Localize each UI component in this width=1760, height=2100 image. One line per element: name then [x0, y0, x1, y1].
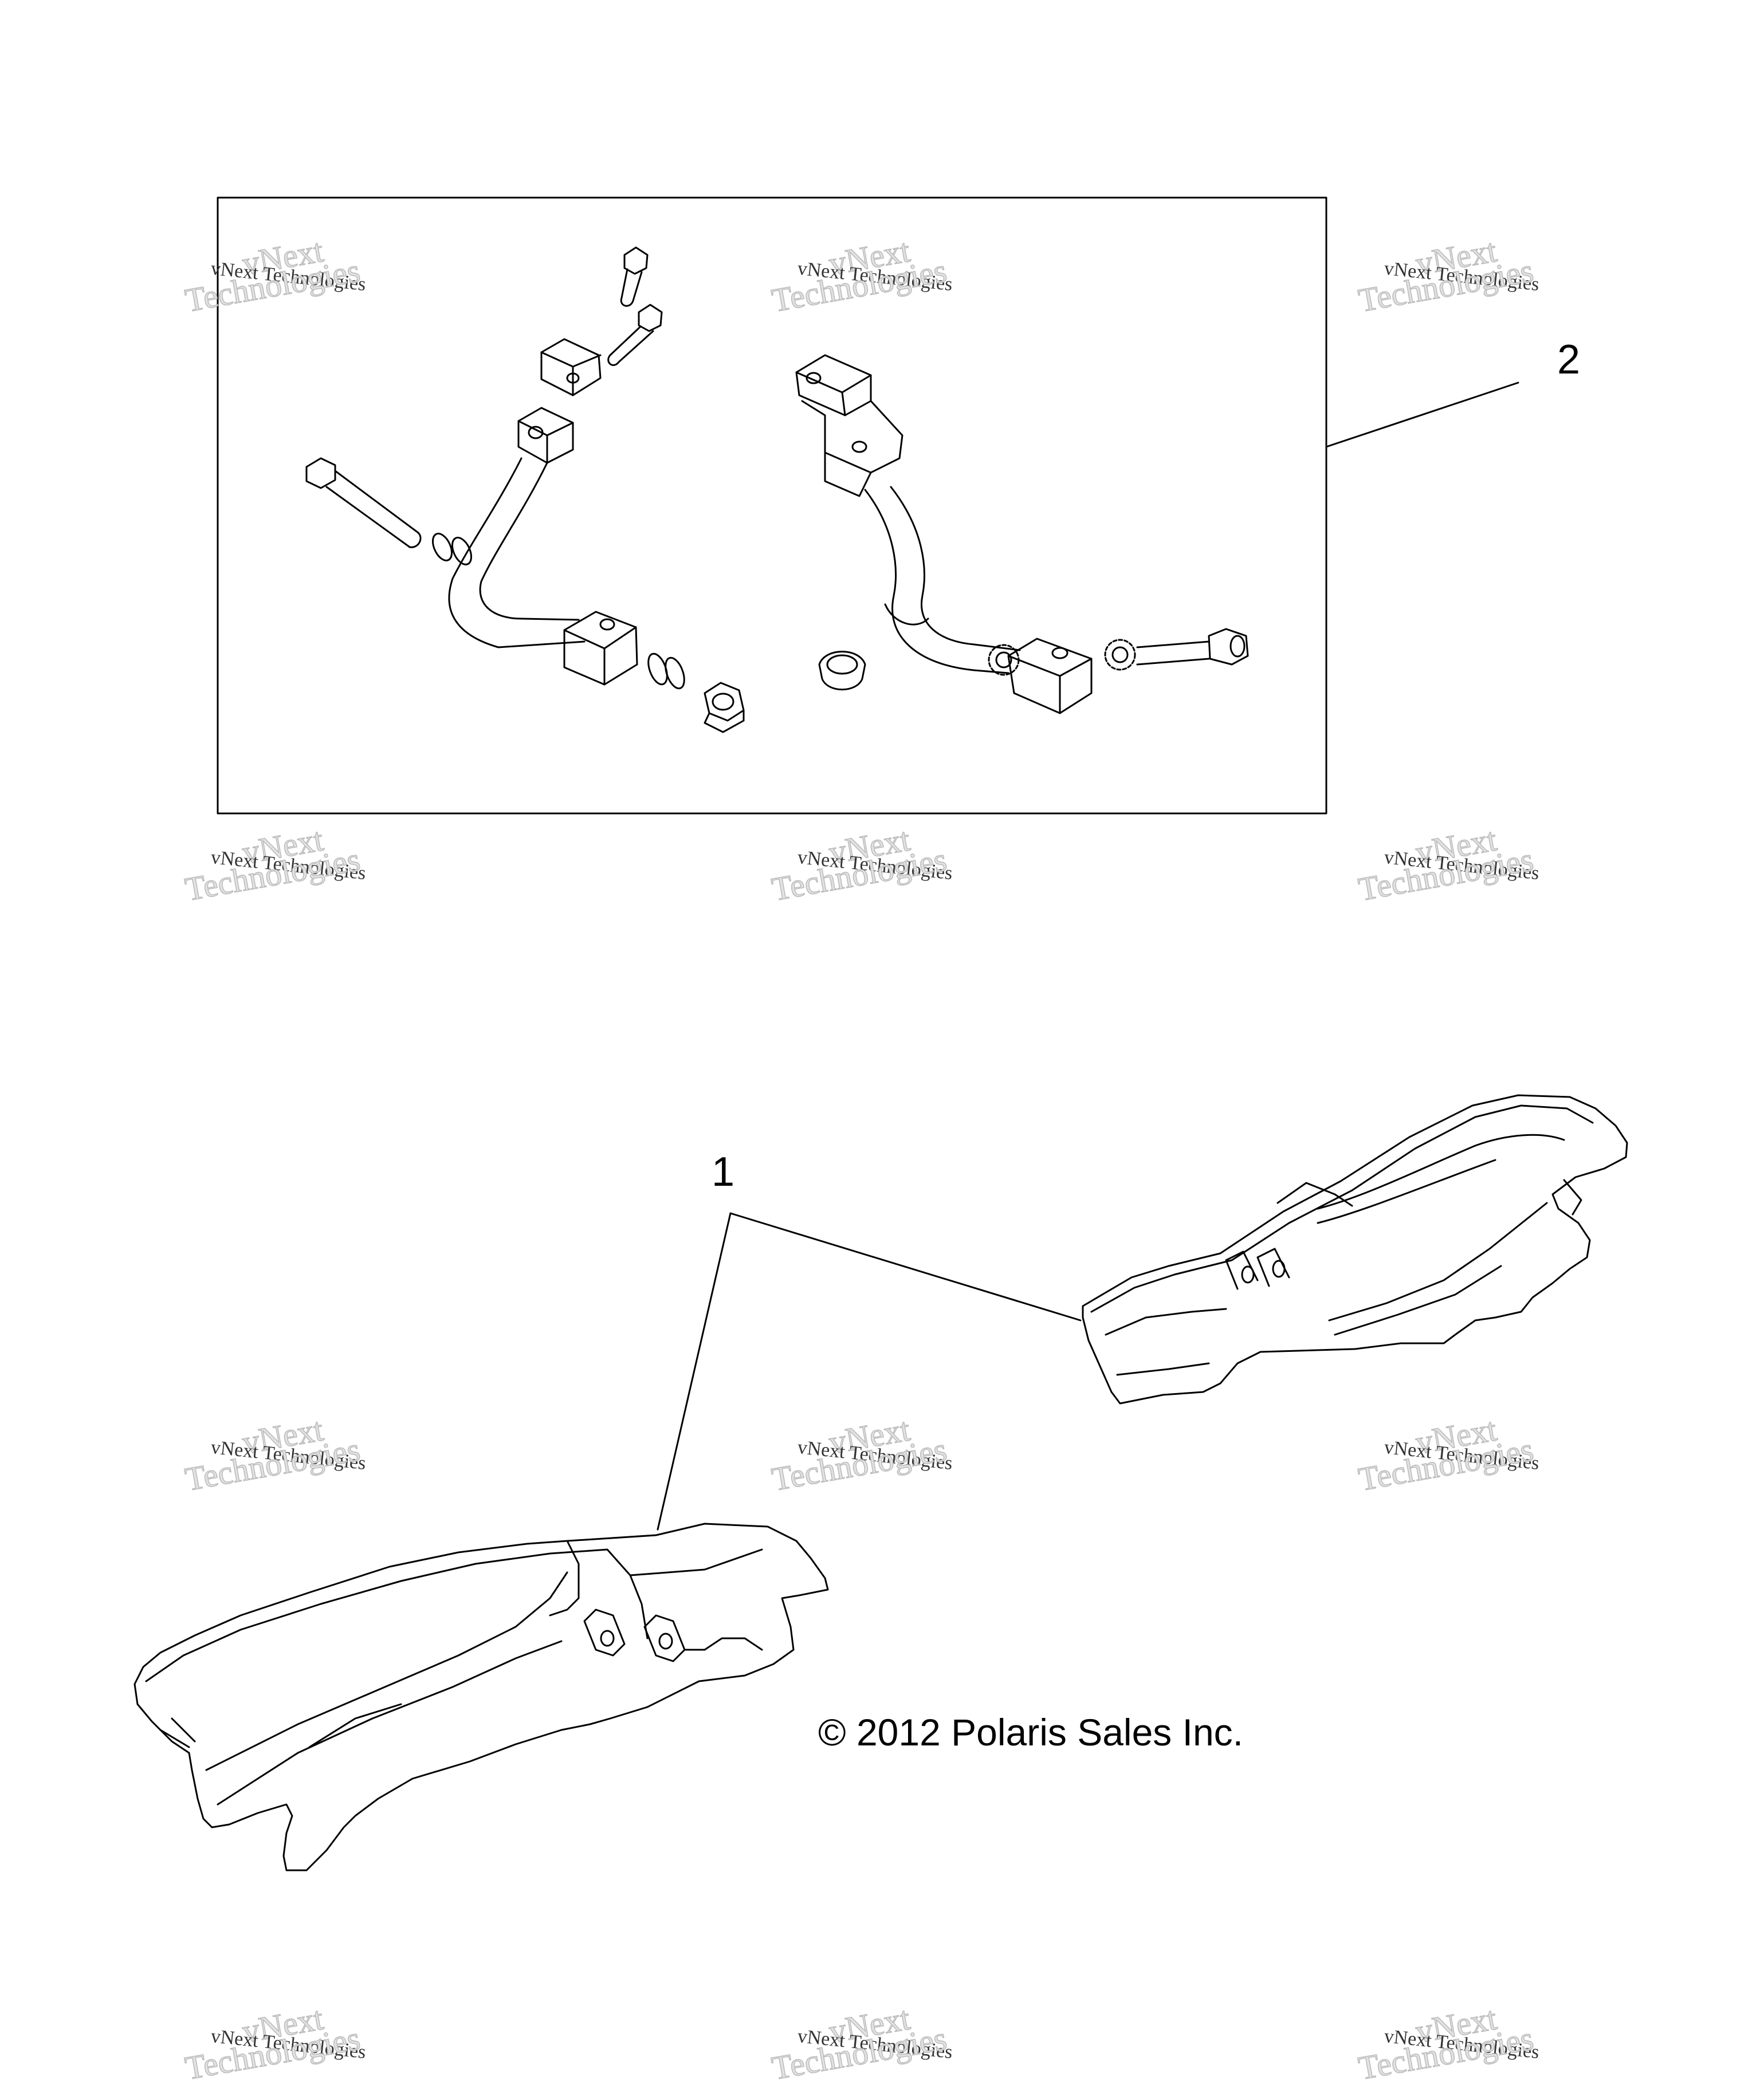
left-washers-lower — [647, 652, 685, 690]
top-pin-1 — [620, 246, 649, 307]
left-washers-upper — [431, 533, 473, 565]
right-handguard — [1082, 1094, 1628, 1405]
right-star-washers — [988, 639, 1136, 676]
top-pin-2 — [607, 304, 663, 366]
leader-line-2 — [1325, 382, 1519, 448]
left-handguard — [133, 1523, 829, 1871]
callout-number-2: 2 — [1557, 337, 1581, 383]
left-mount-bracket — [448, 338, 638, 686]
leader-line-1 — [657, 1212, 1082, 1531]
left-flange-nut — [704, 682, 745, 733]
copyright-text: © 2012 Polaris Sales Inc. — [818, 1711, 1244, 1753]
right-mount-bracket — [795, 354, 1093, 714]
right-bushing — [818, 651, 866, 691]
callout-number-1: 1 — [712, 1149, 735, 1195]
kit-box — [217, 196, 1327, 815]
right-long-bolt — [1136, 628, 1249, 666]
left-long-bolt — [305, 457, 422, 548]
